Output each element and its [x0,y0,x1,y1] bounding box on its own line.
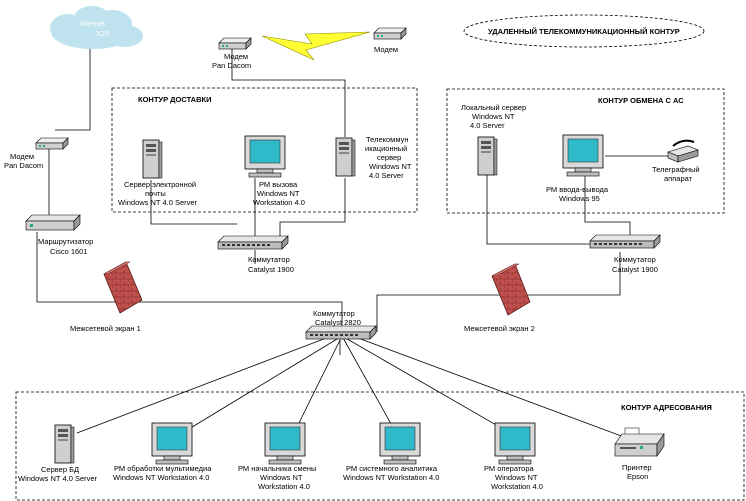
exchange-contour-title: КОНТУР ОБМЕНА С АС [598,96,684,105]
firewall-2-label: Межсетевой экран 2 [464,324,535,333]
router-label: Маршрутизатор [38,237,93,246]
addressing-contour-box [15,391,745,501]
switch-right-label-2: Catalyst 1900 [612,265,658,274]
remote-contour-outline [463,14,705,48]
firewall-2-icon [491,263,531,316]
local-server-icon [477,136,498,176]
addressing-contour-title: КОНТУР АДРЕСОВАНИЯ [621,403,712,412]
telecom-server-label-5: 4.0 Server [369,171,404,180]
modem-right-label: Модем [374,45,398,54]
shift-ws-label-1: РМ начальника смены [238,464,316,473]
call-ws-label-1: РМ вызова [259,180,298,189]
delivery-contour-title: КОНТУР ДОСТАВКИ [138,95,211,104]
mail-server-label-3: Windows NT 4.0 Server [118,198,198,207]
telecom-server-icon [335,137,356,177]
printer-label-1: Принтер [622,463,652,472]
call-ws-label-2: Windows NT [257,189,300,198]
switch-center-label-2: Catalyst 2820 [315,318,361,327]
printer-label-2: Epson [627,472,648,481]
operator-ws-label-1: РМ оператора [484,464,535,473]
mail-server-icon [142,139,163,179]
telecom-server-label-1: Телекоммун [366,135,408,144]
telecom-server-label-4: Windows NT [369,162,412,171]
operator-ws-label-3: Workstation 4.0 [491,482,543,491]
shift-ws-label-3: Workstation 4.0 [258,482,310,491]
mm-ws-label-2: Windows NT Workstation 4.0 [113,473,209,482]
router-icon [25,214,81,231]
modem-left-model: Pan Dacom [4,161,43,170]
io-ws-label-2: Windows 95 [559,194,600,203]
operator-ws-monitor-icon [494,422,536,465]
modem-top-model: Pan Dacom [212,61,251,70]
firewall-1-icon [103,261,143,314]
telegraph-label-1: Телеграфный [652,165,700,174]
analyst-ws-monitor-icon [379,422,421,465]
db-server-icon [54,424,75,464]
switch-center-icon [305,325,377,340]
exchange-contour-box [446,88,725,214]
remote-contour-title: УДАЛЕННЫЙ ТЕЛЕКОММУНИКАЦИОННЫЙ КОНТУР [488,27,680,36]
telegraph-icon [667,139,699,163]
router-model: Cisco 1601 [50,247,88,256]
analyst-ws-label-1: РМ системного аналитика [346,464,438,473]
switch-center-label-1: Коммутатор [313,309,355,318]
mail-server-label-2: почты [145,189,166,198]
switch-left-icon [217,235,289,250]
analyst-ws-label-2: Windows NT Workstation 4.0 [343,473,439,482]
delivery-contour-box [111,87,418,213]
mail-server-label-1: Сервер электронной [124,180,196,189]
printer-icon [614,427,665,457]
modem-top-icon [218,37,252,50]
cloud-label-x25: X25 [96,29,109,38]
switch-left-label-2: Catalyst 1900 [248,265,294,274]
local-server-label-1: Локальный сервер [461,103,526,112]
telecom-server-label-3: сервер [377,153,401,162]
shift-ws-label-2: Windows NT [260,473,303,482]
switch-right-label-1: Коммутатор [614,255,656,264]
modem-right-icon [373,27,407,40]
lightning-icon [261,31,371,61]
operator-ws-label-2: Windows NT [495,473,538,482]
local-server-label-2: Windows NT [472,112,515,121]
telecom-server-label-2: икационный [365,144,407,153]
local-server-label-3: 4.0 Server [470,121,505,130]
call-ws-label-3: Workstation 4.0 [253,198,305,207]
db-server-label-2: Windows NT 4.0 Server [18,474,98,483]
mm-ws-monitor-icon [151,422,193,465]
firewall-1-label: Межсетевой экран 1 [70,324,141,333]
switch-right-icon [589,234,661,249]
mm-ws-label-1: РМ обработки мультимедиа [114,464,212,473]
telegraph-label-2: аппарат [664,174,693,183]
io-ws-label-1: РМ ввода-вывода [546,185,609,194]
db-server-label-1: Сервер БД [41,465,79,474]
call-ws-monitor-icon [244,135,286,178]
modem-left-icon [35,137,69,150]
connection-lines [36,38,678,441]
io-ws-monitor-icon [562,134,604,177]
modem-top-label: Модем [224,52,248,61]
modem-left-label: Модем [10,152,34,161]
shift-ws-monitor-icon [264,422,306,465]
switch-left-label-1: Коммутатор [248,255,290,264]
cloud-label: internet [80,19,106,28]
cloud-icon [50,6,143,49]
